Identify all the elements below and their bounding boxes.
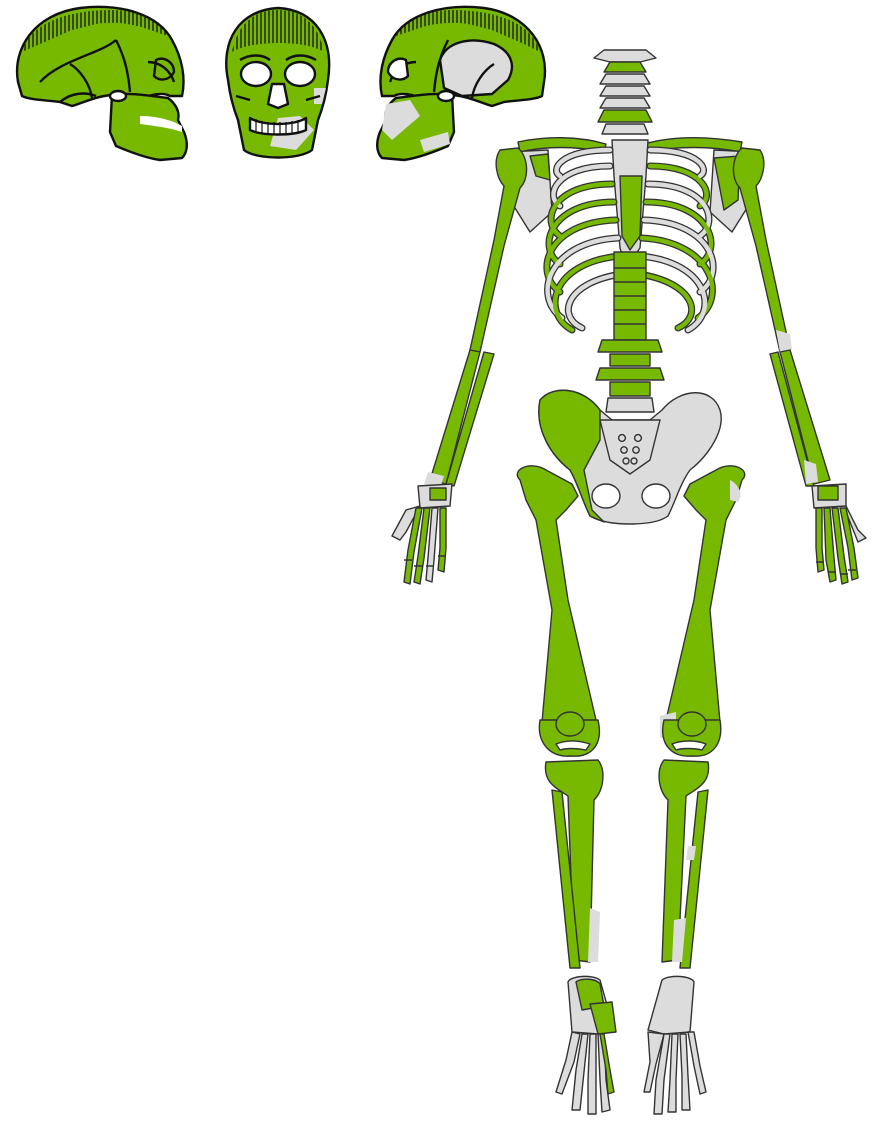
skull-anterior	[226, 8, 329, 158]
skeleton-anterior	[392, 50, 866, 1114]
right-femur	[666, 466, 745, 722]
right-knee-joint	[672, 741, 706, 750]
skull-front-orbit-right	[285, 62, 315, 86]
skull-right-lateral	[377, 7, 545, 160]
right-hand	[812, 484, 866, 584]
left-foot	[556, 976, 616, 1114]
skull-right-orbit	[388, 59, 408, 80]
cervical-spine	[594, 50, 656, 134]
skull-front-orbit-left	[241, 62, 271, 86]
skull-front-nose	[268, 84, 288, 108]
right-obturator	[642, 484, 670, 508]
skull-left-lateral	[17, 7, 187, 160]
left-hand	[392, 484, 452, 584]
left-obturator	[592, 484, 620, 508]
right-humerus	[733, 148, 790, 352]
skull-right-ear	[438, 91, 454, 101]
left-knee-joint	[556, 741, 590, 750]
left-tibia-gray	[588, 908, 600, 962]
right-humerus-gray	[776, 330, 792, 352]
left-patella	[556, 712, 584, 736]
left-humerus	[470, 148, 527, 352]
skull-left-ear	[110, 91, 126, 101]
lumbar-spine	[596, 340, 664, 412]
right-patella	[678, 712, 706, 736]
right-foot	[644, 976, 706, 1114]
